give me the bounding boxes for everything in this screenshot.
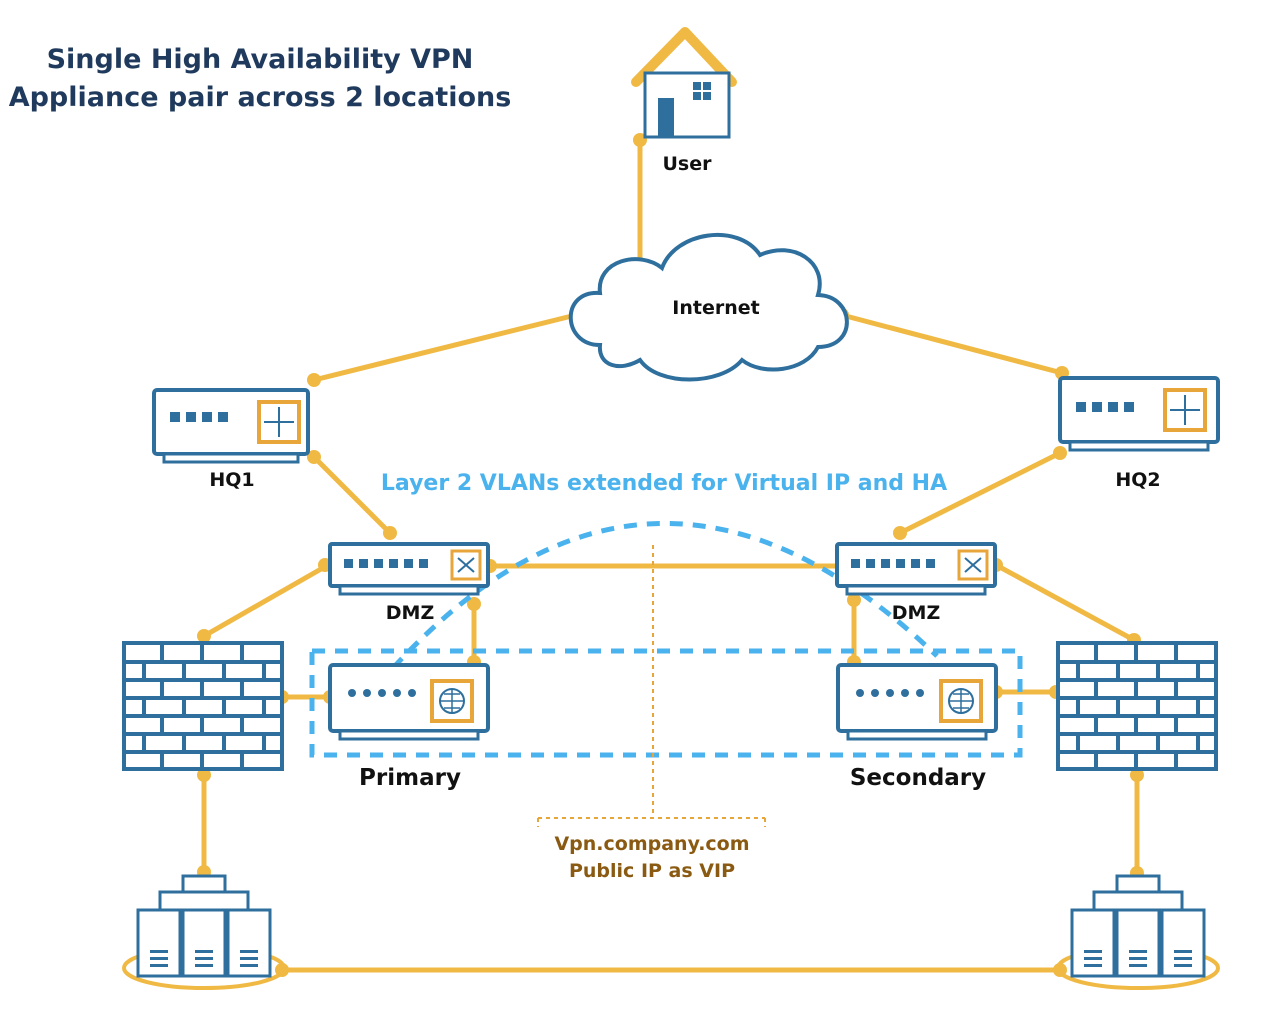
diagram-title-line-1: Single High Availability VPN [46, 44, 474, 75]
hq1-label: HQ1 [209, 469, 254, 491]
switch-icon [835, 542, 997, 596]
firewall-icon [1056, 641, 1218, 771]
ha-pair-boundary [309, 648, 1023, 758]
firewall-icon [122, 641, 284, 771]
primary-label: Primary [359, 765, 461, 791]
hq2-label: HQ2 [1115, 469, 1160, 491]
vpn-appliance-icon [836, 663, 998, 741]
vip-hostname: Vpn.company.com [554, 833, 749, 855]
link-internet-hq2 [839, 312, 1065, 376]
user-label: User [663, 153, 713, 175]
vpn-appliance-icon [328, 663, 490, 741]
vlan-extension-arc [391, 520, 939, 670]
server-cluster-icon [1056, 874, 1220, 990]
router-icon [152, 388, 310, 464]
link-internet-hq1 [311, 309, 591, 383]
vlan-note: Layer 2 VLANs extended for Virtual IP an… [381, 471, 947, 496]
link-hq1-dmz1 [311, 454, 393, 536]
link-dmz1-firewall-left [201, 562, 331, 639]
link-dmz2-firewall-right [993, 562, 1137, 643]
switch-icon [328, 542, 490, 596]
vip-leader [537, 545, 766, 827]
secondary-label: Secondary [850, 765, 986, 791]
server-cluster-icon [122, 874, 286, 990]
internet-label: Internet [672, 297, 759, 319]
house-icon [631, 27, 737, 139]
dmz-left-label: DMZ [386, 602, 434, 624]
diagram-title-line-2: Appliance pair across 2 locations [8, 82, 512, 113]
vip-description: Public IP as VIP [569, 860, 735, 882]
cloud-icon [568, 232, 849, 382]
dmz-right-label: DMZ [892, 602, 940, 624]
router-icon [1058, 376, 1220, 452]
link-hq2-dmz2 [897, 450, 1063, 536]
